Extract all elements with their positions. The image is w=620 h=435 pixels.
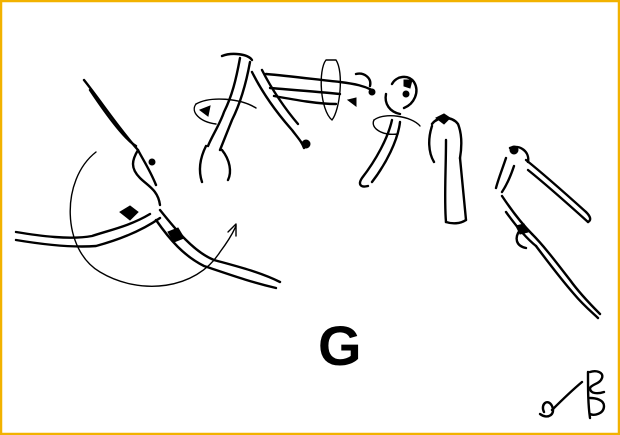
rotation-circle: [69, 151, 237, 287]
figure-6: [494, 145, 592, 224]
figure-3: [264, 59, 376, 121]
element-symbol-icon: [538, 370, 606, 420]
figure-2: [193, 52, 311, 184]
figure-7: [500, 194, 602, 320]
rotation-arrowhead: [227, 223, 237, 237]
figure-4: [358, 75, 421, 188]
figure-1: [14, 78, 282, 290]
skill-letter: G: [318, 314, 362, 377]
figure-5: [428, 113, 468, 225]
